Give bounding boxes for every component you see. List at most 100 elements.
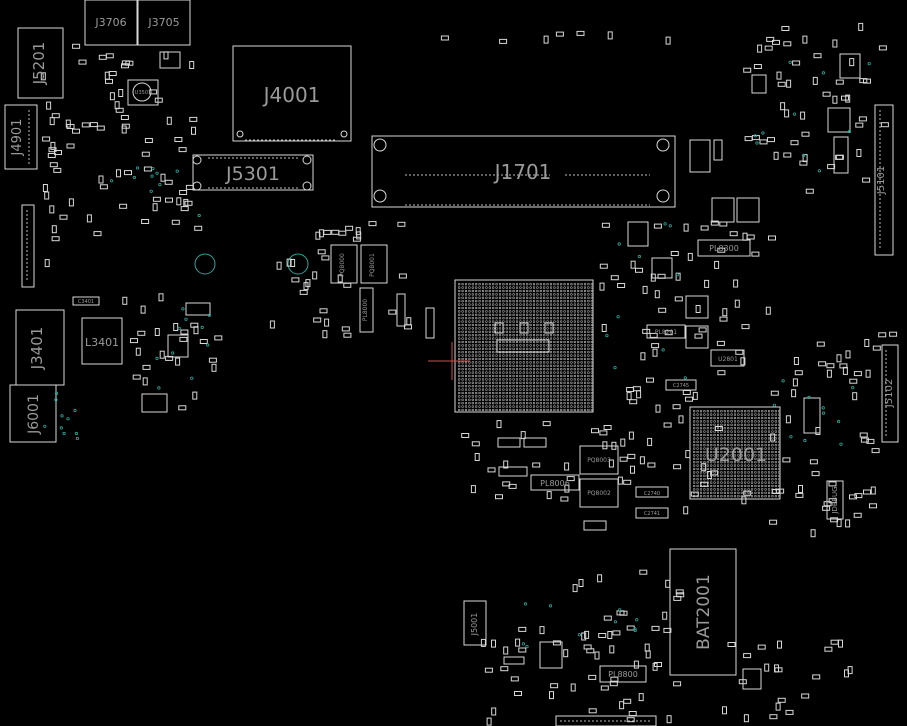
- label-j3705: J3705: [147, 16, 179, 29]
- passive-part: [65, 119, 71, 128]
- via: [803, 438, 807, 443]
- passive-part: [862, 177, 871, 183]
- passive-part: [859, 432, 868, 438]
- passive-part: [729, 231, 738, 237]
- via: [637, 254, 642, 259]
- passive-part: [759, 139, 768, 145]
- passive-part: [594, 651, 600, 660]
- passive-part: [555, 31, 564, 37]
- passive-part: [771, 489, 780, 494]
- label-c2741: C2741: [644, 511, 660, 517]
- passive-part: [785, 415, 791, 424]
- passive-part: [564, 484, 570, 493]
- passive-part: [858, 22, 864, 31]
- passive-part: [96, 125, 105, 131]
- passive-part: [784, 109, 790, 118]
- via: [149, 189, 153, 193]
- passive-part: [700, 481, 709, 487]
- passive-part: [838, 639, 843, 648]
- passive-part: [777, 640, 782, 649]
- vias: [43, 60, 871, 649]
- passive-part: [72, 43, 81, 49]
- passive-part: [142, 377, 148, 386]
- label-j5101: J5101: [876, 166, 887, 195]
- passive-part: [352, 236, 361, 242]
- passive-part: [173, 323, 179, 331]
- passive-part: [738, 679, 747, 685]
- passive-part: [42, 136, 51, 142]
- passive-part: [698, 327, 707, 333]
- via: [613, 620, 618, 624]
- passive-part: [665, 36, 671, 45]
- passive-part: [642, 285, 648, 294]
- passive-part: [137, 330, 146, 336]
- passive-part: [866, 438, 875, 444]
- via: [675, 273, 680, 277]
- via: [43, 424, 47, 428]
- passive-part: [140, 305, 146, 314]
- passive-part: [828, 498, 837, 504]
- passive-part: [160, 173, 166, 182]
- passive-part: [620, 438, 626, 447]
- passive-part: [121, 125, 127, 134]
- passive-part: [276, 261, 282, 270]
- passive-part: [560, 496, 569, 502]
- via: [150, 174, 154, 178]
- passive-part: [174, 137, 183, 142]
- passive-part: [612, 630, 621, 636]
- passive-part: [115, 107, 124, 113]
- passive-part: [627, 453, 636, 459]
- via: [683, 376, 687, 380]
- via: [151, 167, 155, 171]
- passive-part: [119, 203, 128, 209]
- passive-part: [149, 89, 158, 95]
- passive-part: [611, 441, 617, 450]
- passive-part: [644, 643, 650, 652]
- label-pq8000: PQ8000: [339, 253, 346, 277]
- passive-part: [601, 222, 610, 228]
- passive-part: [639, 456, 645, 465]
- passive-part: [180, 206, 189, 212]
- passive-part: [772, 39, 780, 45]
- passive-part: [154, 328, 160, 336]
- passive-part: [49, 162, 58, 168]
- passive-part: [653, 223, 662, 229]
- via: [54, 398, 58, 402]
- passive-part: [78, 59, 87, 65]
- passive-part: [822, 505, 831, 511]
- label-l3401: L3401: [85, 336, 119, 349]
- passive-part: [617, 283, 626, 288]
- passive-part: [722, 308, 728, 317]
- passive-part: [610, 676, 619, 682]
- passive-part: [694, 333, 703, 339]
- passive-part: [780, 102, 786, 111]
- via: [661, 348, 665, 352]
- passive-part: [673, 681, 682, 687]
- passive-part: [192, 391, 198, 400]
- passive-part: [719, 221, 728, 227]
- via: [618, 608, 622, 612]
- passive-part: [341, 326, 350, 332]
- passive-part: [566, 476, 575, 482]
- passive-part: [345, 225, 354, 231]
- passive-part: [48, 147, 57, 153]
- passive-part: [599, 263, 608, 269]
- passive-part: [194, 225, 203, 231]
- via: [633, 628, 637, 633]
- passive-part: [121, 123, 130, 129]
- passive-part: [782, 457, 791, 463]
- via: [781, 379, 785, 383]
- passive-part: [623, 698, 632, 704]
- passive-part: [184, 200, 193, 206]
- passive-part: [313, 317, 322, 323]
- passive-part: [734, 299, 740, 308]
- passive-part: [716, 340, 725, 346]
- passive-part: [710, 470, 719, 476]
- passive-part: [767, 137, 775, 143]
- passive-part: [47, 153, 56, 158]
- passive-part: [651, 625, 660, 631]
- passive-part: [398, 273, 407, 279]
- passive-part: [792, 378, 798, 387]
- passive-part: [72, 128, 80, 134]
- passive-part: [576, 30, 585, 36]
